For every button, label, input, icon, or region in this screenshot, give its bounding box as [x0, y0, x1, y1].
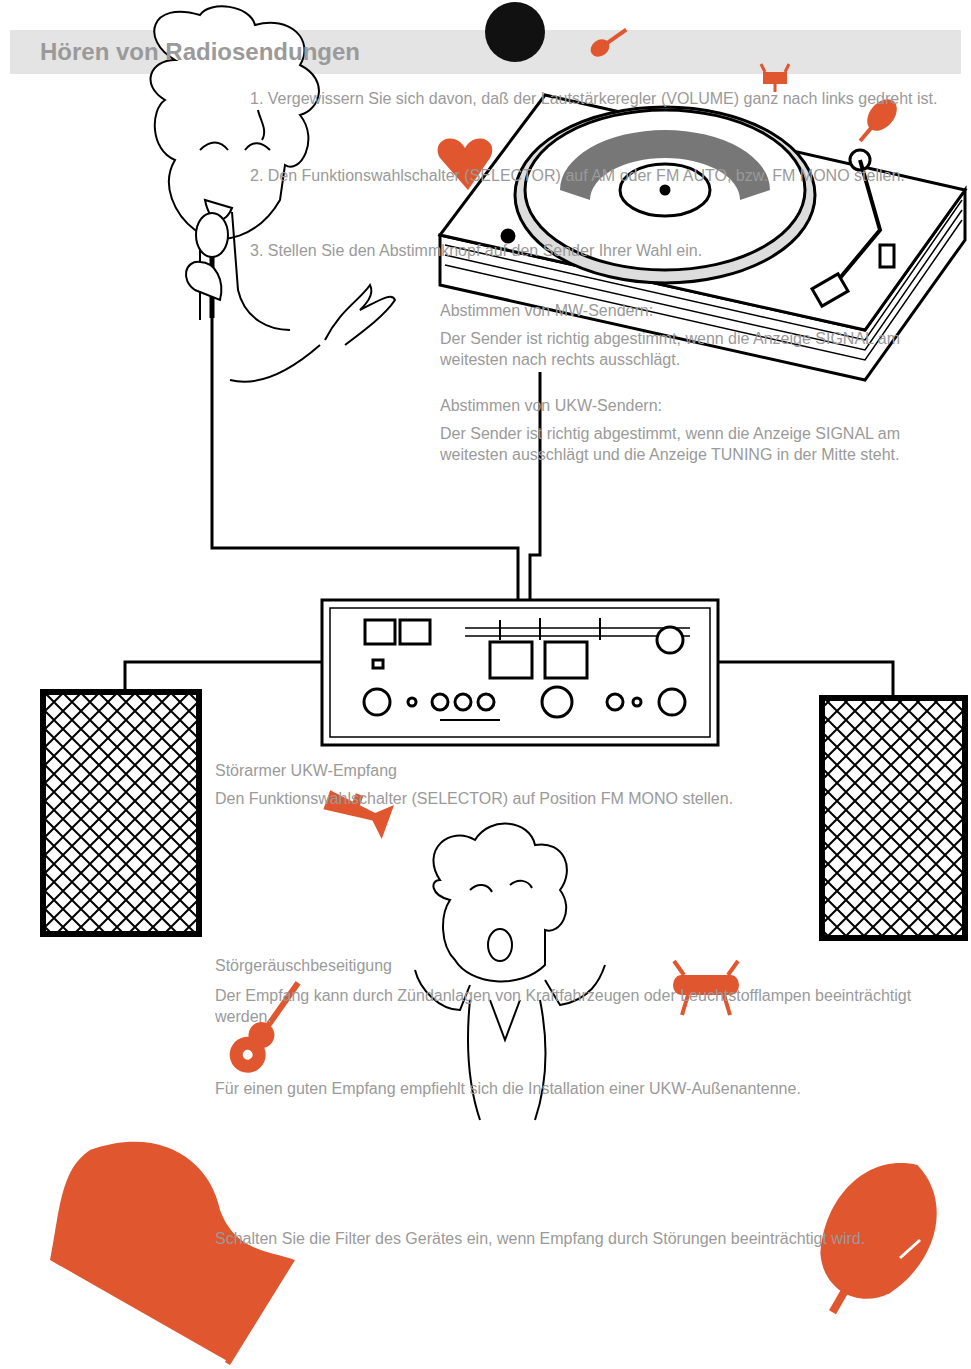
manual-text: 2. Den Funktionswahlschalter (SELECTOR) … — [250, 165, 950, 186]
turntable — [440, 95, 965, 380]
manual-text: Abstimmen von MW-Sendern: — [440, 300, 940, 321]
manual-text: 1. Vergewissern Sie sich davon, daß der … — [250, 88, 950, 109]
dot — [485, 2, 545, 62]
manual-text: Der Sender ist richtig abgestimmt, wenn … — [440, 423, 955, 465]
section-title: Hören von Radiosendungen — [40, 38, 360, 66]
manual-text: 3. Stellen Sie den Abstimmknopf auf den … — [250, 240, 950, 261]
manual-text: Störgeräuschbeseitigung — [215, 955, 775, 976]
manual-text: Störarmer UKW-Empfang — [215, 760, 815, 781]
manual-text: Der Sender ist richtig abgestimmt, wenn … — [440, 328, 950, 370]
music-icons — [50, 23, 962, 1366]
manual-text: Schalten Sie die Filter des Gerätes ein,… — [215, 1228, 955, 1249]
manual-text: Den Funktionswahlschalter (SELECTOR) auf… — [215, 788, 815, 809]
manual-text: Abstimmen von UKW-Sendern: — [440, 395, 940, 416]
amplifier — [322, 600, 718, 745]
manual-text: Für einen guten Empfang empfiehlt sich d… — [215, 1078, 955, 1099]
manual-text: Der Empfang kann durch Zündanlagen von K… — [215, 985, 955, 1027]
singer-bottom — [415, 824, 605, 1120]
